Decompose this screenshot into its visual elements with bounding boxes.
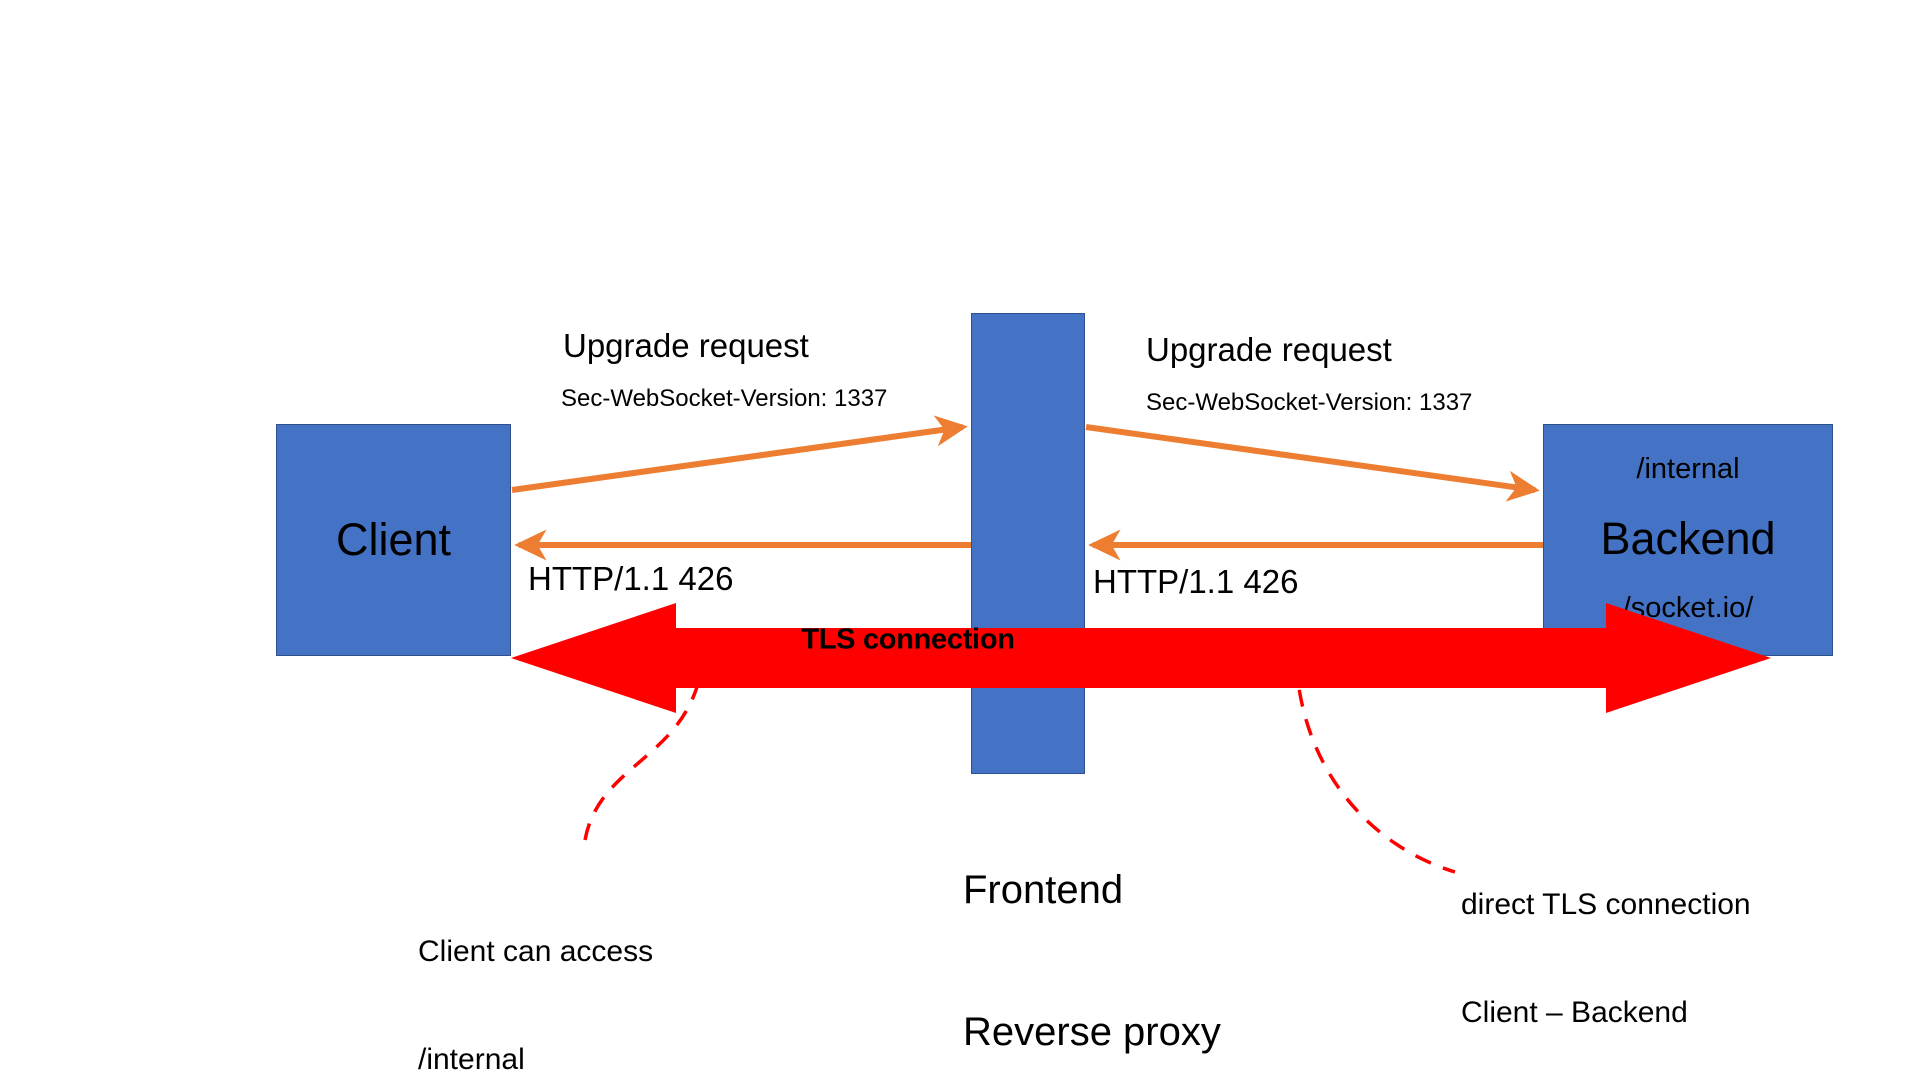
label-right-sec-websocket-version: Sec-WebSocket-Version: 1337 bbox=[1146, 389, 1473, 416]
note-left: Client can access /internal bbox=[418, 862, 653, 1080]
arrow-client-to-proxy-upgrade bbox=[511, 415, 968, 493]
note-right-line-1: direct TLS connection bbox=[1461, 888, 1751, 921]
node-client[interactable]: Client bbox=[276, 424, 511, 656]
arrow-proxy-to-backend-upgrade bbox=[1085, 424, 1540, 502]
node-frontend-proxy-caption-line-1: Frontend bbox=[963, 868, 1124, 913]
node-backend-label: Backend bbox=[1600, 513, 1776, 565]
node-frontend-proxy[interactable] bbox=[971, 313, 1085, 774]
note-right-line-2: Client – Backend bbox=[1461, 996, 1688, 1029]
node-backend-path-bottom: /socket.io/ bbox=[1622, 591, 1754, 624]
node-backend[interactable]: /internal Backend /socket.io/ bbox=[1543, 424, 1833, 656]
node-frontend-proxy-caption: Frontend Reverse proxy (vulnerable) bbox=[963, 773, 1221, 1080]
note-left-line-2: /internal bbox=[418, 1043, 525, 1076]
node-backend-path-top: /internal bbox=[1636, 453, 1740, 486]
connector-right-note bbox=[1294, 659, 1456, 874]
connector-left-note bbox=[583, 659, 705, 841]
label-left-sec-websocket-version: Sec-WebSocket-Version: 1337 bbox=[561, 385, 888, 412]
label-right-http-426: HTTP/1.1 426 bbox=[1093, 563, 1299, 600]
note-right: direct TLS connection Client – Backend n… bbox=[1461, 815, 1751, 1080]
node-client-label: Client bbox=[335, 514, 452, 566]
node-frontend-proxy-caption-line-2: Reverse proxy bbox=[963, 1009, 1221, 1054]
label-left-upgrade-request: Upgrade request bbox=[563, 327, 809, 364]
label-right-upgrade-request: Upgrade request bbox=[1146, 331, 1392, 368]
tls-connection-label: TLS connection bbox=[801, 623, 1015, 656]
note-left-line-1: Client can access bbox=[418, 935, 654, 968]
label-left-http-426: HTTP/1.1 426 bbox=[528, 560, 734, 597]
